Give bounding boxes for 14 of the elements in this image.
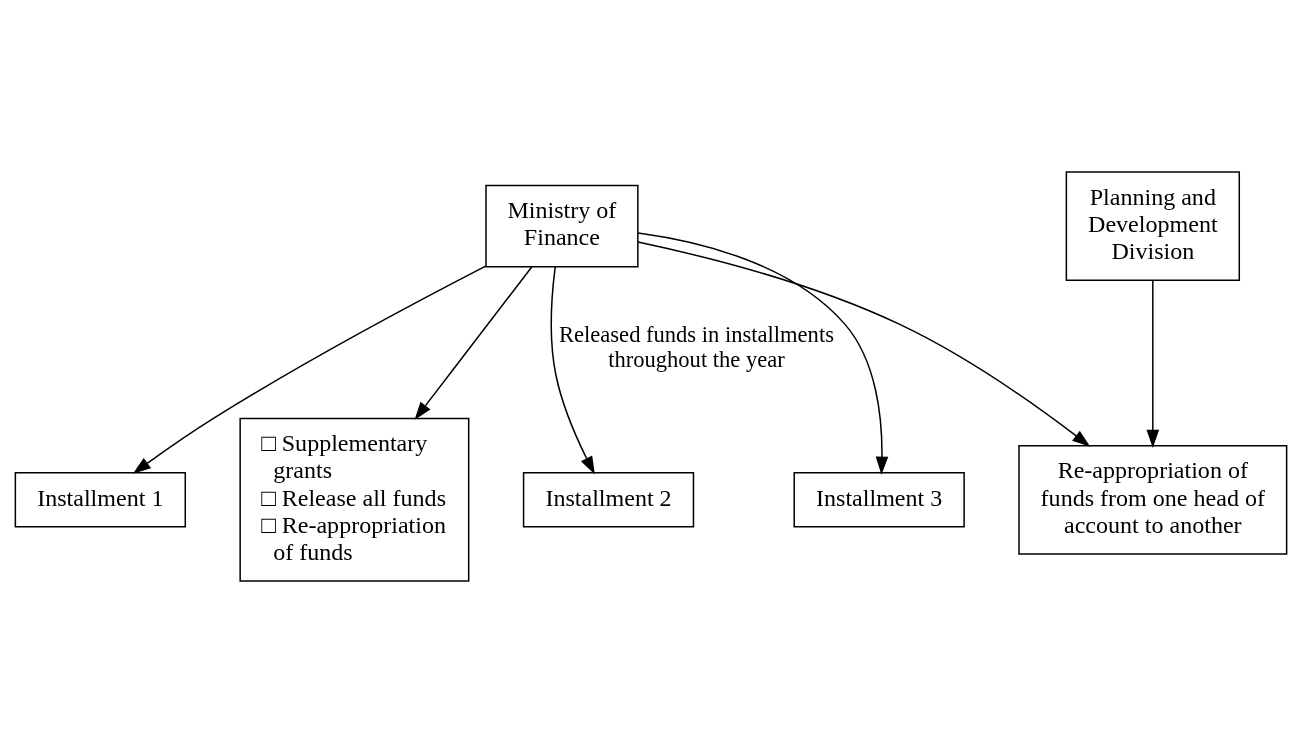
node-box: Planning and Development Division: [1065, 171, 1240, 281]
arrow: [1146, 279, 1160, 448]
arrow: [637, 241, 1091, 447]
arrow: [414, 266, 533, 420]
node-box: □ Supplementary grants □ Release all funds □ Re-appropriation of funds: [239, 417, 470, 582]
node-box: Installment 2: [522, 472, 695, 528]
arrow: [637, 232, 889, 475]
node-box: Re-appropriation of funds from one head of account to another: [1018, 444, 1288, 555]
node-box: Installment 3: [793, 472, 965, 528]
node-box: Installment 1: [14, 472, 186, 528]
arrow: [132, 265, 487, 474]
arrow: [550, 266, 595, 475]
node-box: Ministry of Finance: [485, 184, 639, 268]
edge-label: Released funds in installments throughout the year: [559, 321, 834, 373]
